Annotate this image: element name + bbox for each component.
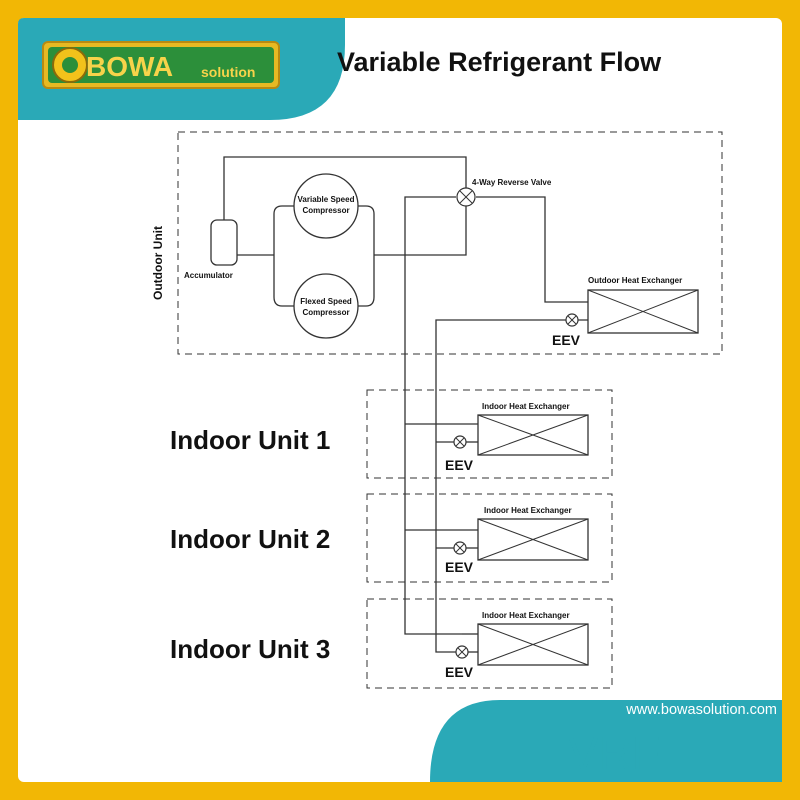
pipe-liquid-header [435,319,588,653]
logo-inner [48,47,274,83]
outdoor-eev-label: EEV [552,332,581,348]
pipe-compressor-inlet [273,205,294,307]
pipe-valve-to-outdoor-hx [476,196,588,303]
indoor-unit-2-box [366,493,613,583]
logo-sub-text: solution [201,64,255,80]
indoor-unit-2-eev-icon [453,541,467,555]
indoor-unit-1-box [366,389,613,479]
website-link[interactable]: www.bowasolution.com [625,702,777,718]
accumulator-label: Accumulator [184,271,233,280]
indoor-unit-1-eev-icon [453,435,467,449]
bowa-logo: BOWA solution [42,41,280,89]
indoor-unit-3-heat-exchanger [477,623,589,666]
page-title: Variable Refrigerant Flow [337,47,662,77]
indoor-unit-1-heat-exchanger [477,414,589,456]
variable-compressor-label-2: Compressor [302,206,349,215]
indoor-unit-2-label: Indoor Unit 2 [170,524,330,554]
fixed-compressor-label-2: Compressor [302,308,349,317]
pipe-gas-header [404,196,462,635]
indoor-unit-2-eev-label: EEV [445,559,474,575]
outdoor-heat-exchanger [587,289,699,334]
footer-teal-band [430,700,782,782]
indoor-unit-3-box [366,598,613,689]
indoor-unit-3-eev-label: EEV [445,664,474,680]
variable-compressor-label-1: Variable Speed [298,195,355,204]
indoor-unit-1-label: Indoor Unit 1 [170,425,330,455]
fixed-compressor-label-1: Flexed Speed [300,297,352,306]
fixed-speed-compressor [293,273,359,339]
white-panel [18,18,782,782]
indoor-unit-1-eev-label: EEV [445,457,474,473]
indoor-unit-1-hx-label: Indoor Heat Exchanger [482,402,570,411]
indoor-unit-2-heat-exchanger [477,518,589,561]
indoor-unit-3-label: Indoor Unit 3 [170,634,330,664]
logo-sun-core-icon [62,57,78,73]
valve-label: 4-Way Reverse Valve [472,178,552,187]
product-name: VRF [568,727,660,779]
outdoor-unit-label: Outdoor Unit [151,226,165,300]
pipe-top-loop [223,156,467,220]
variable-speed-compressor [293,173,359,239]
outdoor-hx-label: Outdoor Heat Exchanger [588,276,682,285]
four-way-valve-icon [456,187,476,207]
indoor-unit-3-eev-icon [455,645,469,659]
outdoor-unit-box [177,131,723,355]
indoor-unit-2-hx-label: Indoor Heat Exchanger [484,506,572,515]
outdoor-eev-icon [565,313,579,327]
logo-text: BOWA [86,51,173,82]
accumulator-tank [210,219,238,266]
indoor-unit-3-hx-label: Indoor Heat Exchanger [482,611,570,620]
